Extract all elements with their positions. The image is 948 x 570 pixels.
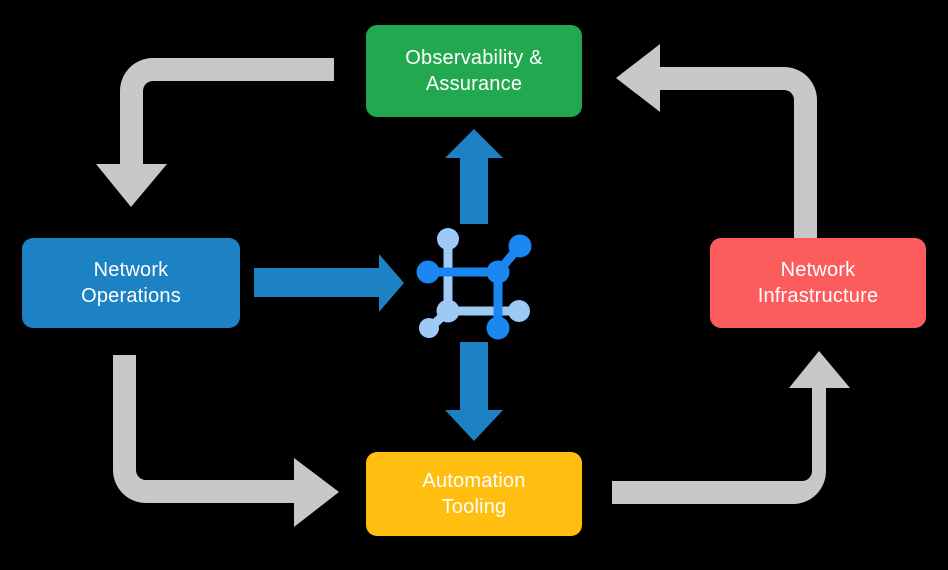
blue-arrow-up xyxy=(445,129,503,224)
node-label-infrastructure: Network Infrastructure xyxy=(757,258,879,307)
node-box-observability[interactable]: Observability & Assurance xyxy=(366,25,582,117)
gray-elbow-arrow-top-left xyxy=(96,58,334,207)
network-graph-icon xyxy=(416,228,532,340)
gray-elbow-arrow-bottom-right xyxy=(612,351,850,504)
gray-elbow-arrow-bottom-left xyxy=(113,355,339,527)
gray-elbow-arrow-top-right xyxy=(616,44,817,248)
node-label-automation: Automation Tooling xyxy=(422,469,526,518)
blue-arrow-right xyxy=(254,254,404,312)
network-nodes-secondary xyxy=(419,228,530,338)
blue-arrow-down xyxy=(445,342,503,441)
node-label-observability: Observability & Assurance xyxy=(405,46,543,95)
node-box-operations[interactable]: Network Operations xyxy=(22,238,240,328)
node-box-automation[interactable]: Automation Tooling xyxy=(366,452,582,536)
node-label-operations: Network Operations xyxy=(81,258,181,307)
network-nodes-primary xyxy=(416,234,532,340)
node-box-infrastructure[interactable]: Network Infrastructure xyxy=(710,238,926,328)
